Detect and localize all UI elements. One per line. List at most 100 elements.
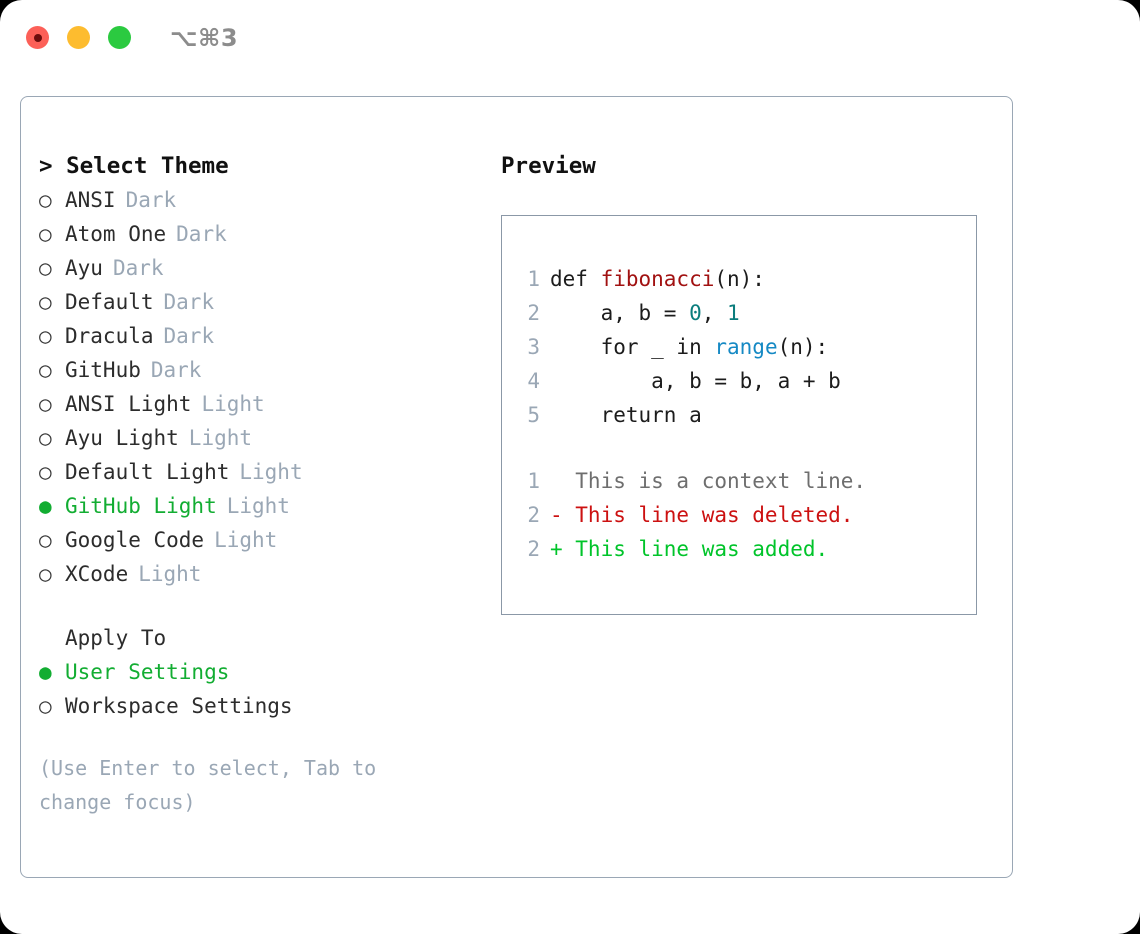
radio-unselected-icon[interactable]: ○ [39,562,52,586]
code-line-content: def fibonacci(n): [540,262,765,296]
radio-selected-icon[interactable]: ● [39,660,52,684]
theme-name-label: Google Code [65,528,205,552]
radio-unselected-icon[interactable]: ○ [39,188,52,212]
code-function-name: fibonacci [600,267,715,291]
theme-kind-label: Light [214,528,278,552]
code-line-content: return a [540,398,702,432]
theme-option-row[interactable]: ○ Google Code Light [39,523,489,557]
theme-kind-label: Dark [176,222,227,246]
section-spacer [39,591,489,621]
line-number: 5 [527,403,540,427]
theme-option-row[interactable]: ○ Ayu Dark [39,251,489,285]
theme-name-label: XCode [65,562,129,586]
code-text: (n): [714,267,765,291]
theme-name-label: Ayu [65,256,103,280]
theme-name-label: GitHub Light [65,494,217,518]
theme-kind-label: Dark [125,188,177,212]
radio-unselected-icon[interactable]: ○ [39,460,52,484]
radio-unselected-icon[interactable]: ○ [39,358,52,382]
title-bar: ⌥⌘3 [0,0,1140,76]
radio-unselected-icon[interactable]: ○ [39,694,52,718]
diff-line-content: + This line was added. [550,537,829,561]
apply-to-label: User Settings [65,660,230,684]
code-number: 1 [727,301,740,325]
theme-option-row[interactable]: ○ Default Dark [39,285,489,319]
line-number: 4 [527,369,540,393]
theme-option-row[interactable]: ○ XCode Light [39,557,489,591]
radio-unselected-icon[interactable]: ○ [39,528,52,552]
code-builtin: range [714,335,778,359]
theme-option-row[interactable]: ○ Atom One Dark [39,217,489,251]
help-hint-text: (Use Enter to select, Tab to change focu… [39,756,377,814]
theme-kind-label: Light [239,460,303,484]
diff-line-content: This is a context line. [550,469,867,493]
traffic-lights [26,26,131,49]
code-text: def [550,267,601,291]
theme-kind-label: Dark [163,290,215,314]
diff-context-line: 1 This is a context line. [514,464,970,498]
line-number: 2 [527,503,540,527]
theme-kind-label: Dark [112,256,164,280]
code-text: , [701,301,728,325]
theme-kind-label: Light [188,426,253,450]
select-theme-header: > Select Theme [39,153,229,179]
code-text: a, b = b, a + b [550,369,841,393]
apply-to-list[interactable]: ● User Settings ○ Workspace Settings [39,655,489,723]
code-text: return a [550,403,702,427]
apply-to-label: Workspace Settings [65,694,293,718]
line-number: 2 [527,301,540,325]
theme-name-label: ANSI [65,188,116,212]
radio-unselected-icon[interactable]: ○ [39,290,52,314]
code-line-content: a, b = 0, 1 [540,296,740,330]
theme-kind-label: Light [226,494,290,518]
theme-option-row[interactable]: ● GitHub Light Light [39,489,489,523]
apply-to-header: Apply To [65,626,167,650]
radio-unselected-icon[interactable]: ○ [39,426,52,450]
diff-sample: 1 This is a context line.2- This line wa… [514,464,970,566]
code-line-content: for _ in range(n): [540,330,829,364]
close-button[interactable] [26,26,49,49]
zoom-button[interactable] [108,26,131,49]
radio-unselected-icon[interactable]: ○ [39,256,52,280]
code-number: 0 [689,301,702,325]
theme-name-label: Default [65,290,154,314]
theme-name-label: GitHub [65,358,141,382]
apply-to-option-row[interactable]: ○ Workspace Settings [39,689,489,723]
keyboard-shortcut-label: ⌥⌘3 [170,24,239,52]
theme-name-label: ANSI Light [65,392,192,416]
radio-unselected-icon[interactable]: ○ [39,392,52,416]
line-number: 2 [527,537,540,561]
theme-kind-label: Dark [150,358,202,382]
diff-added-line: 2 + This line was added. [514,532,970,566]
radio-unselected-icon[interactable]: ○ [39,324,52,348]
radio-selected-icon[interactable]: ● [39,494,52,518]
line-number: 1 [527,469,540,493]
theme-option-row[interactable]: ○ ANSI Dark [39,183,489,217]
theme-kind-label: Dark [163,324,215,348]
apply-to-option-row[interactable]: ● User Settings [39,655,489,689]
code-line: 4 a, b = b, a + b [514,364,970,398]
theme-option-row[interactable]: ○ GitHub Dark [39,353,489,387]
radio-unselected-icon[interactable]: ○ [39,222,52,246]
line-number: 3 [527,335,540,359]
theme-name-label: Default Light [65,460,230,484]
theme-name-label: Atom One [65,222,167,246]
code-line: 2 a, b = 0, 1 [514,296,970,330]
code-line: 3 for _ in range(n): [514,330,970,364]
code-text: (n): [777,335,829,359]
code-text: for _ in [550,335,715,359]
minimize-button[interactable] [67,26,90,49]
theme-kind-label: Light [138,562,202,586]
theme-option-row[interactable]: ○ Default Light Light [39,455,489,489]
diff-deleted-line: 2- This line was deleted. [514,498,970,532]
